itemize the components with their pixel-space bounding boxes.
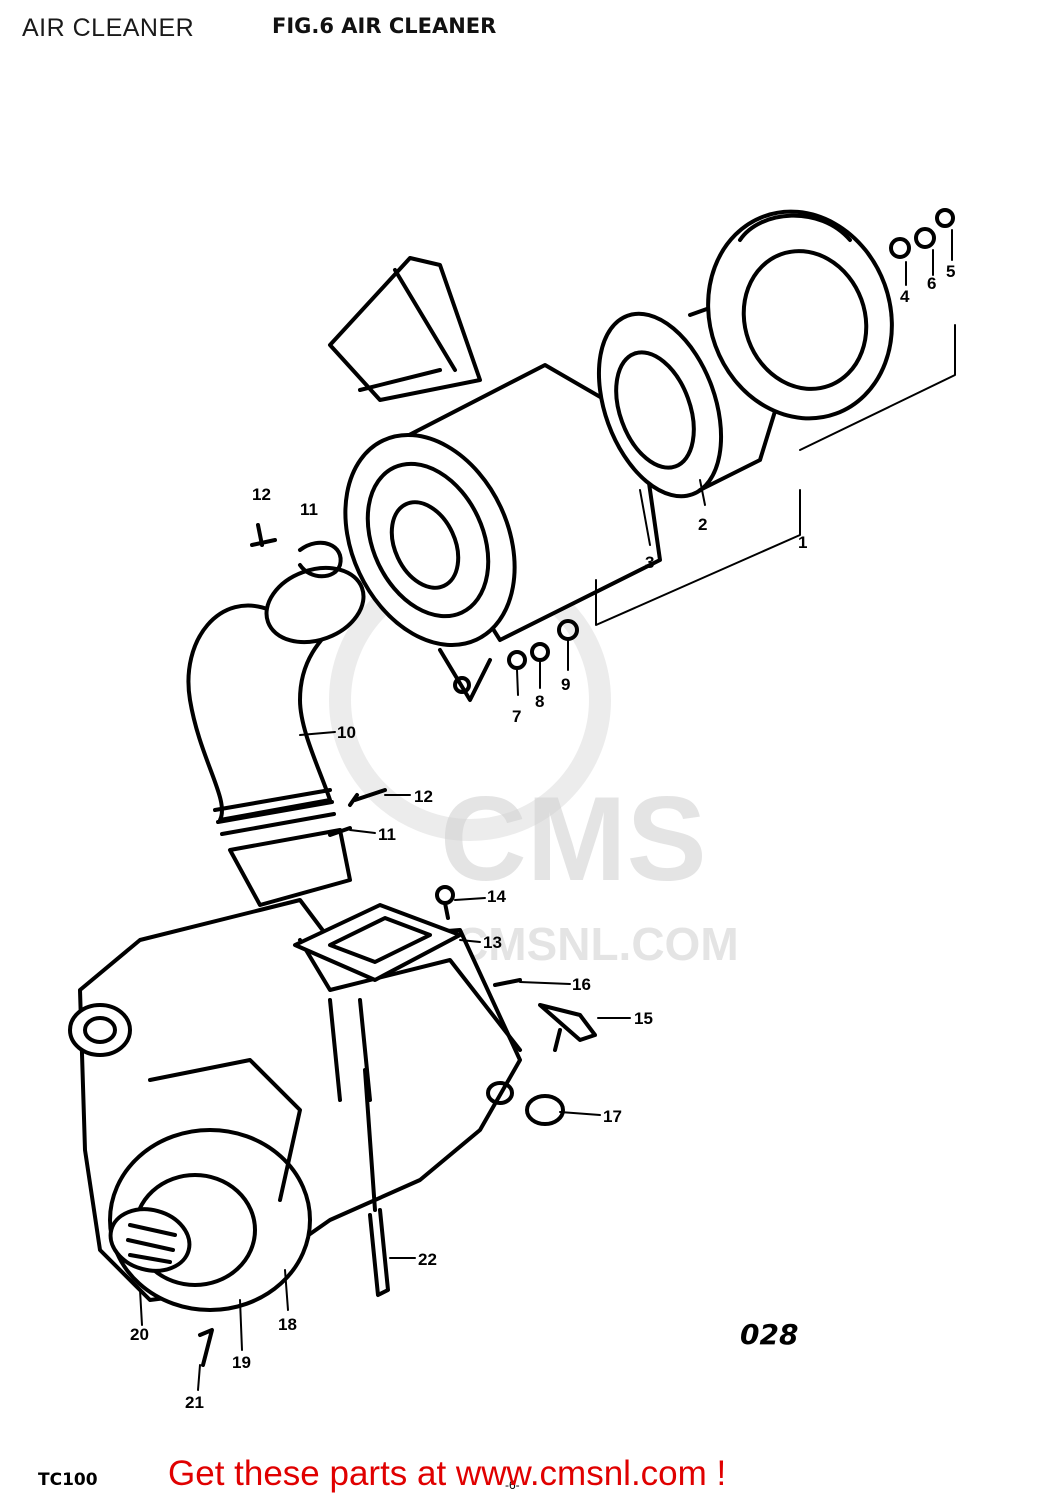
part-label-22: 22 bbox=[418, 1250, 437, 1269]
page-heading: AIR CLEANER bbox=[22, 14, 195, 42]
engine-crankcase bbox=[68, 898, 522, 1312]
air-cleaner-case bbox=[343, 363, 662, 702]
intake-snorkel bbox=[328, 256, 482, 402]
filter-element bbox=[596, 288, 802, 499]
part-label-5: 5 bbox=[946, 262, 955, 281]
part-label-17: 17 bbox=[603, 1107, 622, 1126]
part-label-7: 7 bbox=[512, 707, 521, 726]
part-label-2: 2 bbox=[698, 515, 707, 534]
air-cleaner-cover bbox=[706, 209, 894, 421]
part-label-20: 20 bbox=[130, 1325, 149, 1344]
cms-watermark: CMS CMSNL.COM bbox=[329, 559, 739, 970]
part-label-16: 16 bbox=[572, 975, 591, 994]
part-label-3: 3 bbox=[645, 553, 654, 572]
part-label-15: 15 bbox=[634, 1009, 653, 1028]
part-label-21: 21 bbox=[185, 1393, 204, 1412]
part-label-4: 4 bbox=[900, 287, 910, 306]
part-label-13: 13 bbox=[483, 933, 502, 952]
reed-valve-flange bbox=[293, 903, 462, 982]
leader-lines bbox=[139, 229, 956, 1391]
part-label-19: 19 bbox=[232, 1353, 251, 1372]
figure-number: 028 bbox=[740, 1318, 799, 1351]
part-label-11: 11 bbox=[378, 825, 396, 844]
part-label-1: 1 bbox=[798, 533, 807, 552]
part-label-9: 9 bbox=[561, 675, 570, 694]
model-code: TC100 bbox=[38, 1470, 98, 1490]
part-label-11-top: 11 bbox=[300, 500, 318, 519]
buy-parts-link[interactable]: Get these parts at www.cmsnl.com ! bbox=[168, 1454, 727, 1493]
watermark-site-text: CMSNL.COM bbox=[455, 918, 739, 970]
part-label-10: 10 bbox=[337, 723, 356, 742]
part-label-6: 6 bbox=[927, 274, 936, 293]
part-label-14: 14 bbox=[487, 887, 506, 906]
part-label-12: 12 bbox=[414, 787, 433, 806]
watermark-logo-text: CMS bbox=[440, 772, 707, 906]
figure-title: FIG.6 AIR CLEANER bbox=[272, 14, 497, 38]
page-mark: -6- bbox=[505, 1478, 520, 1492]
part-labels: 1 2 3 4 5 6 7 8 9 10 11 12 12 11 13 14 1… bbox=[130, 262, 955, 1412]
part-label-8: 8 bbox=[535, 692, 544, 711]
part-label-18: 18 bbox=[278, 1315, 297, 1334]
intake-hose bbox=[186, 565, 366, 907]
part-label-12-top: 12 bbox=[252, 485, 271, 504]
fasteners bbox=[198, 208, 955, 1367]
